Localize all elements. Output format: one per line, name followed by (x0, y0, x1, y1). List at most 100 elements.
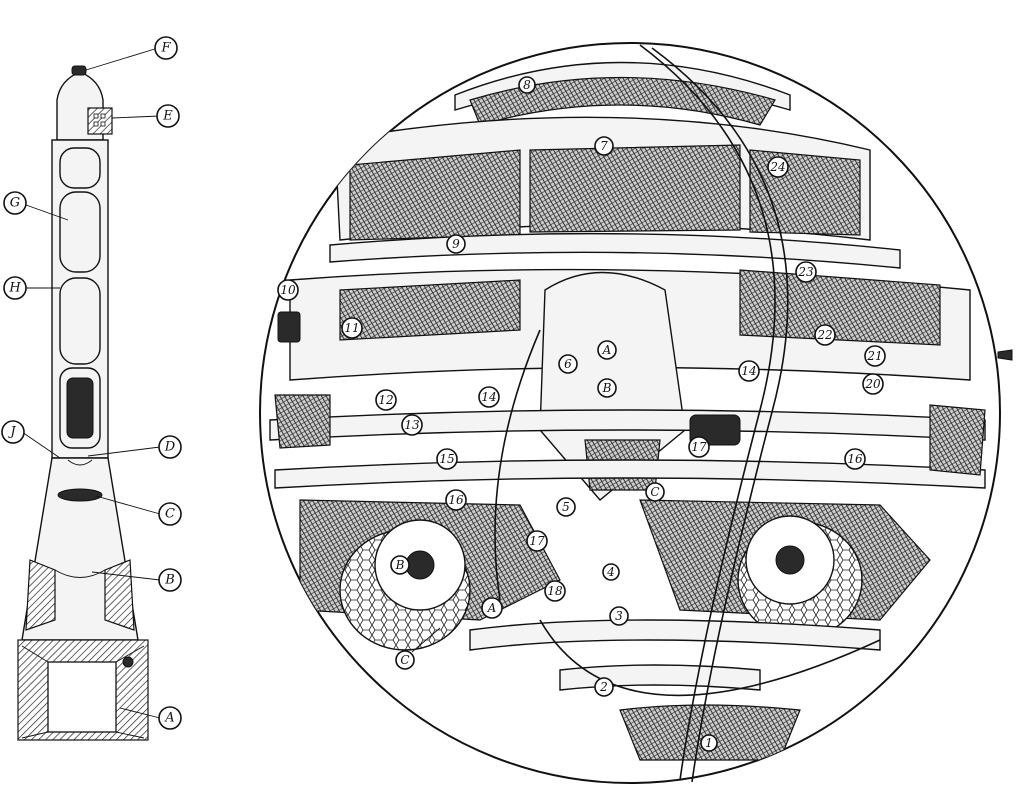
rocket-side-pod (87, 107, 113, 135)
letter-B-lower: B (390, 555, 410, 575)
rocket-base-interior (47, 661, 117, 733)
number-24: 24 (767, 156, 789, 178)
svg-text:A: A (602, 343, 612, 357)
number-9: 9 (446, 234, 466, 254)
letter-B-upper: B (597, 378, 617, 398)
deck-plate-upper (329, 232, 901, 269)
rocket-tip (71, 65, 87, 76)
sphere-number-labels: 8 7 24 9 23 10 11 6 22 21 14 14 12 20 13… (277, 76, 886, 752)
svg-text:16: 16 (448, 493, 464, 507)
svg-text:J: J (7, 425, 16, 440)
rocket-nozzle-ring (57, 488, 103, 502)
bottom-deck (469, 619, 881, 651)
rocket-tank-2 (59, 191, 101, 273)
number-13: 13 (401, 414, 423, 436)
svg-text:5: 5 (562, 500, 570, 514)
svg-text:3: 3 (615, 609, 623, 623)
number-23: 23 (795, 261, 817, 283)
number-10: 10 (277, 279, 299, 301)
meridian-ring-left (494, 329, 541, 601)
svg-text:9: 9 (452, 237, 460, 251)
number-17-lower: 17 (526, 530, 548, 552)
number-14-right: 14 (738, 360, 760, 382)
svg-text:8: 8 (523, 78, 531, 92)
number-20: 20 (862, 373, 884, 395)
deck-plate-middle (269, 409, 986, 441)
number-16-right: 16 (844, 448, 866, 470)
sphere-lower-arc (539, 619, 881, 697)
rocket-label-A: A (158, 706, 182, 730)
svg-text:2: 2 (599, 680, 608, 694)
number-18: 18 (544, 580, 566, 602)
rocket-label-D: D (158, 435, 182, 459)
svg-text:6: 6 (564, 357, 572, 371)
svg-text:E: E (162, 109, 173, 124)
svg-text:7: 7 (600, 139, 608, 153)
svg-text:20: 20 (864, 377, 881, 391)
rocket-skirt (25, 559, 56, 631)
rocket-label-G: G (3, 191, 27, 215)
number-17-upper: 17 (688, 436, 710, 458)
svg-text:24: 24 (769, 160, 785, 174)
letter-A-lower: A (481, 597, 503, 619)
bottom-compartment (619, 704, 801, 761)
rocket-label-F: F (154, 36, 178, 60)
svg-text:23: 23 (797, 265, 814, 279)
letter-C-lower: C (395, 650, 415, 670)
svg-text:14: 14 (741, 364, 756, 378)
svg-text:4: 4 (606, 565, 615, 579)
rocket-dark-window (66, 377, 94, 439)
sphere-cutaway: 8 7 24 9 23 10 11 6 22 21 14 14 12 20 13… (259, 42, 1013, 784)
svg-text:10: 10 (280, 283, 296, 297)
turbine-fan-left (374, 519, 466, 611)
letter-A-upper: A (597, 340, 617, 360)
svg-text:22: 22 (816, 328, 832, 342)
svg-text:18: 18 (547, 584, 563, 598)
svg-text:17: 17 (691, 440, 707, 454)
number-16-left: 16 (445, 489, 467, 511)
number-4: 4 (602, 563, 620, 581)
svg-text:B: B (602, 381, 612, 395)
sphere-side-stub (997, 349, 1013, 361)
svg-text:B: B (395, 558, 405, 572)
svg-text:B: B (164, 573, 175, 588)
number-11: 11 (341, 317, 363, 339)
rocket-throat (67, 459, 93, 466)
sphere-letter-labels: A B C A B C (390, 340, 665, 670)
number-6: 6 (558, 354, 578, 374)
rocket-tank-3 (59, 277, 101, 365)
number-12: 12 (375, 389, 397, 411)
rocket-label-J: J (1, 420, 25, 444)
svg-text:14: 14 (481, 390, 496, 404)
number-5: 5 (556, 497, 576, 517)
rocket-leader-lines (21, 47, 161, 719)
svg-text:21: 21 (866, 349, 882, 363)
porthole-10 (277, 311, 301, 343)
rocket-label-B: B (158, 568, 182, 592)
letter-C-center: C (645, 482, 665, 502)
svg-text:G: G (10, 196, 20, 211)
svg-text:12: 12 (378, 393, 393, 407)
turbine-fan-right (745, 515, 835, 605)
svg-text:A: A (487, 601, 497, 615)
svg-text:C: C (400, 653, 409, 667)
number-21: 21 (864, 345, 886, 367)
svg-text:F: F (160, 41, 171, 56)
meridian-ring-right (639, 44, 776, 781)
number-1: 1 (700, 734, 718, 752)
svg-text:D: D (164, 440, 176, 455)
number-15: 15 (436, 448, 458, 470)
number-3: 3 (609, 606, 629, 626)
number-2: 2 (594, 677, 614, 697)
number-7: 7 (594, 136, 614, 156)
rocket-cutaway: F E G H J D C B (1, 36, 182, 741)
svg-text:A: A (164, 711, 174, 726)
number-22: 22 (814, 324, 836, 346)
svg-text:11: 11 (344, 321, 359, 335)
svg-text:C: C (165, 507, 175, 522)
svg-text:16: 16 (847, 452, 863, 466)
svg-text:15: 15 (439, 452, 454, 466)
svg-text:13: 13 (404, 418, 420, 432)
svg-text:1: 1 (705, 736, 713, 750)
